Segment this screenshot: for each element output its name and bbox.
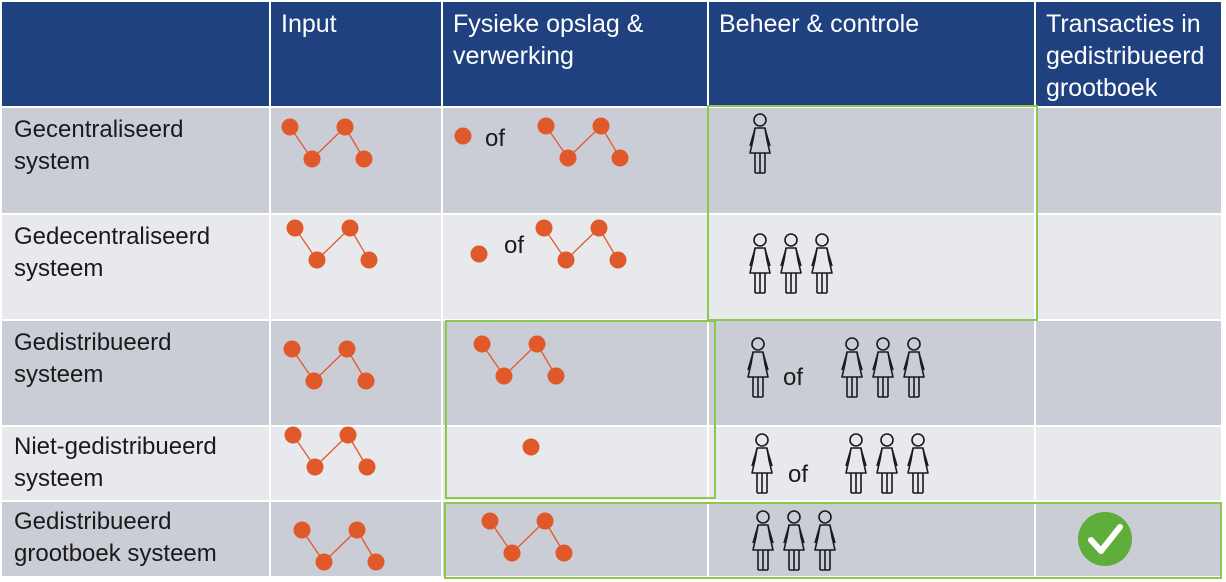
highlight-storage-box <box>445 320 716 499</box>
network-icon <box>534 218 628 270</box>
network-icon <box>285 218 379 270</box>
person-icon <box>751 433 773 494</box>
network-icon <box>292 520 386 572</box>
of-label-1: of <box>485 125 506 152</box>
node-icon <box>522 438 540 456</box>
row-label-decentralized: Gedecentraliseerd systeem <box>14 223 211 282</box>
person-icon <box>783 510 805 571</box>
row-4-bg-3 <box>709 427 1034 500</box>
highlight-ledger-box <box>444 502 1222 579</box>
person-icon <box>749 113 771 174</box>
person-icon <box>747 337 769 398</box>
person-icon <box>752 510 774 571</box>
person-icon <box>845 433 867 494</box>
row-label-ledger: Gedistribueerd grootboek systeem <box>14 508 217 567</box>
row-2-bg-0 <box>2 215 269 319</box>
row-2-bg-2 <box>443 215 707 319</box>
person-icon <box>876 433 898 494</box>
highlight-control-box <box>707 105 1038 321</box>
header-input: Input <box>271 2 441 106</box>
network-icon <box>283 425 377 477</box>
row-label-centralized: Gecentraliseerd system <box>14 116 184 175</box>
row-2-bg-4 <box>1036 215 1221 319</box>
header-corner <box>2 2 269 106</box>
of-label-3: of <box>783 364 804 391</box>
network-icon <box>280 117 374 169</box>
header-control: Beheer & controle <box>709 2 1034 106</box>
row-label-non-distributed: Niet-gedistribueerd systeem <box>14 433 217 492</box>
person-icon <box>814 510 836 571</box>
node-icon <box>454 127 472 145</box>
checkmark-icon <box>1078 512 1132 566</box>
row-4-bg-2 <box>443 427 707 500</box>
person-icon <box>841 337 863 398</box>
row-3-bg-4 <box>1036 321 1221 425</box>
row-1-bg-0 <box>2 108 269 213</box>
row-4-bg-0 <box>2 427 269 500</box>
of-label-4: of <box>788 461 809 488</box>
person-icon <box>907 433 929 494</box>
row-5-bg-0 <box>2 502 269 576</box>
person-icon <box>903 337 925 398</box>
network-icon <box>472 334 566 386</box>
header-storage: Fysieke opslag & verwerking <box>443 2 707 106</box>
row-4-bg-4 <box>1036 427 1221 500</box>
row-3-bg-3 <box>709 321 1034 425</box>
row-1-bg-4 <box>1036 108 1221 213</box>
network-icon <box>282 339 376 391</box>
person-icon <box>872 337 894 398</box>
row-3-bg-0 <box>2 321 269 425</box>
row-3-bg-1 <box>271 321 441 425</box>
header-transactions: Transacties in gedistribueerd grootboek <box>1036 2 1221 106</box>
node-icon <box>470 245 488 263</box>
of-label-2: of <box>504 232 525 259</box>
row-2-bg-3 <box>709 215 1034 319</box>
row-5-bg-1 <box>271 502 441 576</box>
person-icon <box>811 233 833 294</box>
row-label-distributed: Gedistribueerd systeem <box>14 329 172 388</box>
person-icon <box>780 233 802 294</box>
network-icon <box>536 116 630 168</box>
person-icon <box>749 233 771 294</box>
network-icon <box>480 511 574 563</box>
